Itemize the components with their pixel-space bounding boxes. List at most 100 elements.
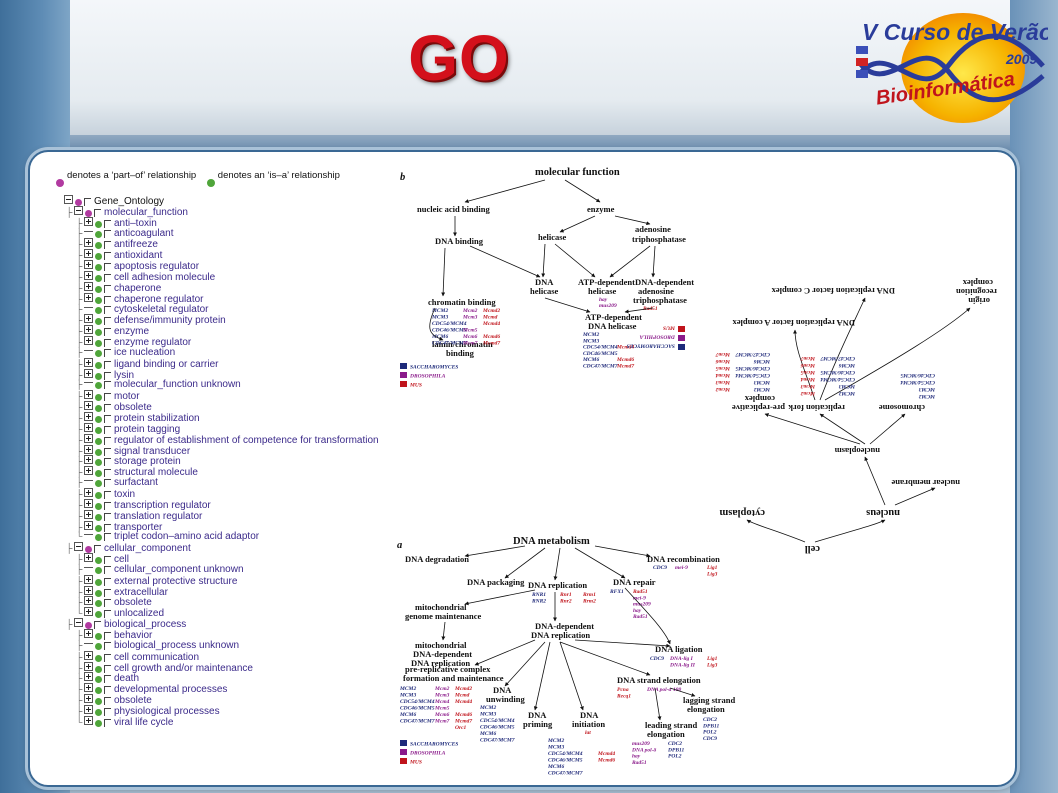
- tree-node[interactable]: ├i.cellular_component unknown: [76, 564, 244, 575]
- tree-node[interactable]: p.Gene_Ontology: [56, 195, 164, 207]
- expand-icon[interactable]: [84, 596, 93, 606]
- tree-node[interactable]: ├i.cell adhesion molecule: [76, 270, 215, 283]
- tree-node[interactable]: ├i.structural molecule: [76, 466, 198, 478]
- tree-node[interactable]: ├i.storage protein: [76, 455, 181, 467]
- expand-icon[interactable]: [84, 629, 93, 638]
- tree-node[interactable]: └i.viral life cycle: [76, 715, 173, 728]
- tree-node[interactable]: ├i.surfactant: [76, 477, 158, 488]
- leaf-connector[interactable]: [84, 480, 93, 482]
- collapse-icon[interactable]: [74, 205, 83, 215]
- tree-node[interactable]: ├i.toxin: [76, 487, 135, 500]
- expand-icon[interactable]: [84, 368, 93, 378]
- expand-icon[interactable]: [84, 466, 93, 476]
- tree-node[interactable]: ├i.molecular_function unknown: [76, 379, 241, 390]
- collapse-icon[interactable]: [74, 542, 83, 552]
- expand-icon[interactable]: [84, 520, 93, 530]
- tree-node[interactable]: ├i.obsolete: [76, 596, 152, 608]
- expand-icon[interactable]: [84, 238, 93, 248]
- expand-icon[interactable]: [84, 704, 93, 714]
- tree-node[interactable]: ├i.biological_process unknown: [76, 640, 239, 651]
- expand-icon[interactable]: [84, 292, 93, 302]
- tree-node[interactable]: ├i.signal transducer: [76, 444, 190, 457]
- tree-node[interactable]: ├i.obsolete: [76, 401, 152, 413]
- leaf-connector[interactable]: [84, 642, 93, 645]
- expand-icon[interactable]: [84, 661, 93, 671]
- tree-node[interactable]: ├i.transcription regulator: [76, 498, 211, 511]
- tree-node[interactable]: ├i.chaperone: [76, 281, 161, 294]
- expand-icon[interactable]: [84, 487, 93, 497]
- expand-icon[interactable]: [84, 574, 93, 584]
- expand-icon[interactable]: [84, 216, 93, 226]
- expand-icon[interactable]: [84, 444, 93, 454]
- tree-node[interactable]: ├i.cell: [76, 553, 129, 565]
- expand-icon[interactable]: [84, 281, 93, 291]
- expand-icon[interactable]: [84, 249, 93, 259]
- tree-node[interactable]: ├i.developmental processes: [76, 683, 227, 695]
- expand-icon[interactable]: [84, 715, 93, 725]
- tree-node[interactable]: └i.unlocalized: [76, 607, 164, 619]
- expand-icon[interactable]: [84, 694, 93, 704]
- expand-icon[interactable]: [84, 314, 93, 324]
- tree-node[interactable]: ├i.motor: [76, 390, 140, 402]
- expand-icon[interactable]: [84, 553, 93, 563]
- tree-node[interactable]: ├i.anti–toxin: [76, 216, 157, 229]
- expand-icon[interactable]: [84, 401, 93, 411]
- tree-node[interactable]: ├i.apoptosis regulator: [76, 260, 199, 272]
- expand-icon[interactable]: [84, 260, 93, 270]
- tree-node[interactable]: ├i.translation regulator: [76, 509, 202, 522]
- tree-node[interactable]: ├i.defense/immunity protein: [76, 314, 226, 326]
- expand-icon[interactable]: [84, 498, 93, 508]
- tree-node[interactable]: ├i.transporter: [76, 520, 162, 533]
- expand-icon[interactable]: [84, 336, 93, 346]
- leaf-connector[interactable]: [84, 306, 93, 309]
- tree-node[interactable]: ├i.protein stabilization: [76, 412, 200, 424]
- tree-node[interactable]: ├i.antifreeze: [76, 238, 158, 250]
- tree-node[interactable]: ├i.ligand binding or carrier: [76, 357, 219, 370]
- expand-icon[interactable]: [84, 585, 93, 595]
- tree-node[interactable]: ├i.protein tagging: [76, 422, 180, 435]
- expand-icon[interactable]: [84, 433, 93, 443]
- expand-icon[interactable]: [84, 270, 93, 280]
- tree-node[interactable]: ├i.anticoagulant: [76, 228, 174, 239]
- expand-icon[interactable]: [84, 607, 93, 617]
- tree-node[interactable]: ├p.biological_process: [66, 618, 186, 630]
- tree-node[interactable]: ├i.death: [76, 672, 139, 684]
- collapse-icon[interactable]: [64, 195, 73, 204]
- expand-icon[interactable]: [84, 509, 93, 519]
- expand-icon[interactable]: [84, 455, 93, 465]
- tree-node[interactable]: ├p.cellular_component: [66, 542, 191, 554]
- leaf-connector[interactable]: [84, 349, 93, 352]
- leaf-connector[interactable]: [84, 382, 93, 384]
- leaf-connector[interactable]: [84, 534, 93, 536]
- tree-node[interactable]: ├i.ice nucleation: [76, 347, 175, 358]
- tree-node[interactable]: ├i.chaperone regulator: [76, 292, 204, 305]
- collapse-icon[interactable]: [74, 618, 83, 628]
- tree-node[interactable]: ├i.regulator of establishment of compete…: [76, 433, 379, 446]
- tree-node[interactable]: ├i.antioxidant: [76, 249, 162, 261]
- tree-node[interactable]: ├i.external protective structure: [76, 574, 237, 587]
- tree-node[interactable]: ├i.extracellular: [76, 585, 168, 598]
- leaf-connector[interactable]: [84, 230, 93, 233]
- tree-node[interactable]: └i.triplet codon–amino acid adaptor: [76, 531, 259, 542]
- tree-node[interactable]: ├i.enzyme: [76, 325, 149, 337]
- tree-node[interactable]: ├p.molecular_function: [66, 205, 188, 218]
- expand-icon[interactable]: [84, 357, 93, 367]
- tree-node[interactable]: ├i.cytoskeletal regulator: [76, 304, 209, 315]
- tree-node[interactable]: ├i.obsolete: [76, 694, 152, 706]
- expand-icon[interactable]: [84, 390, 93, 400]
- expand-icon[interactable]: [84, 422, 93, 432]
- tree-node[interactable]: ├i.enzyme regulator: [76, 336, 191, 348]
- expand-icon[interactable]: [84, 412, 93, 421]
- tree-node[interactable]: ├i.behavior: [76, 629, 152, 641]
- leaf-connector[interactable]: [84, 566, 93, 569]
- expand-icon[interactable]: [84, 325, 93, 335]
- tree-node[interactable]: ├i.lysin: [76, 368, 134, 381]
- bp-recombination: DNA recombination: [647, 554, 720, 564]
- expand-icon[interactable]: [84, 672, 93, 682]
- gene-label: MCM2: [919, 393, 936, 399]
- expand-icon[interactable]: [84, 650, 93, 660]
- tree-node[interactable]: ├i.cell growth and/or maintenance: [76, 661, 253, 674]
- tree-node[interactable]: ├i.cell communication: [76, 650, 199, 663]
- expand-icon[interactable]: [84, 683, 93, 693]
- tree-node[interactable]: ├i.physiological processes: [76, 704, 220, 717]
